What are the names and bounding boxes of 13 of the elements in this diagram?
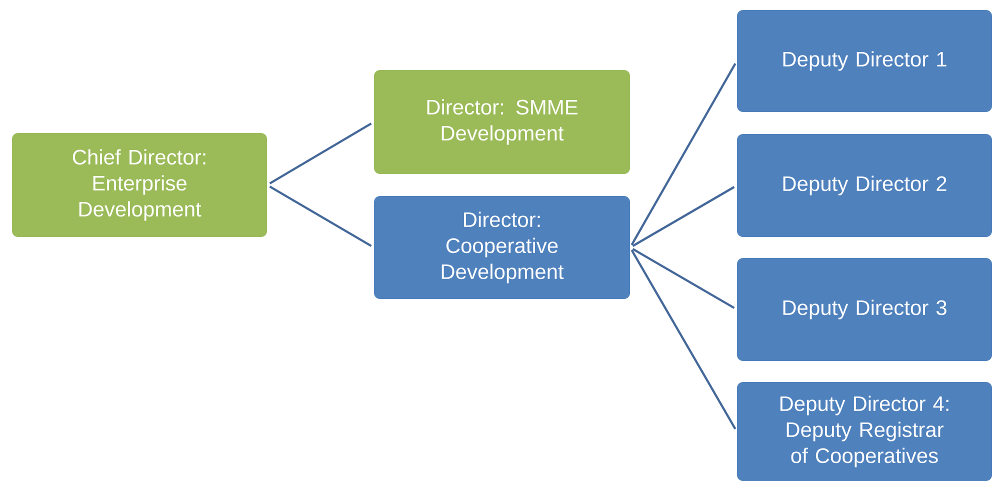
connector-line bbox=[269, 186, 372, 247]
org-box: Deputy Director 3 bbox=[737, 258, 992, 361]
connector-line bbox=[630, 63, 736, 246]
org-box: Chief Director: Enterprise Development bbox=[12, 133, 267, 237]
org-box: Deputy Director 1 bbox=[737, 10, 992, 112]
connector-line bbox=[632, 186, 735, 247]
org-box: Director: Cooperative Development bbox=[374, 196, 630, 299]
org-box: Director: SMME Development bbox=[374, 70, 630, 174]
org-box: Deputy Director 4: Deputy Registrar of Cooperatives bbox=[737, 382, 992, 481]
connector-line bbox=[269, 122, 372, 184]
org-box: Deputy Director 2 bbox=[737, 134, 992, 237]
connector-line bbox=[632, 248, 735, 309]
connector-line bbox=[630, 250, 736, 430]
